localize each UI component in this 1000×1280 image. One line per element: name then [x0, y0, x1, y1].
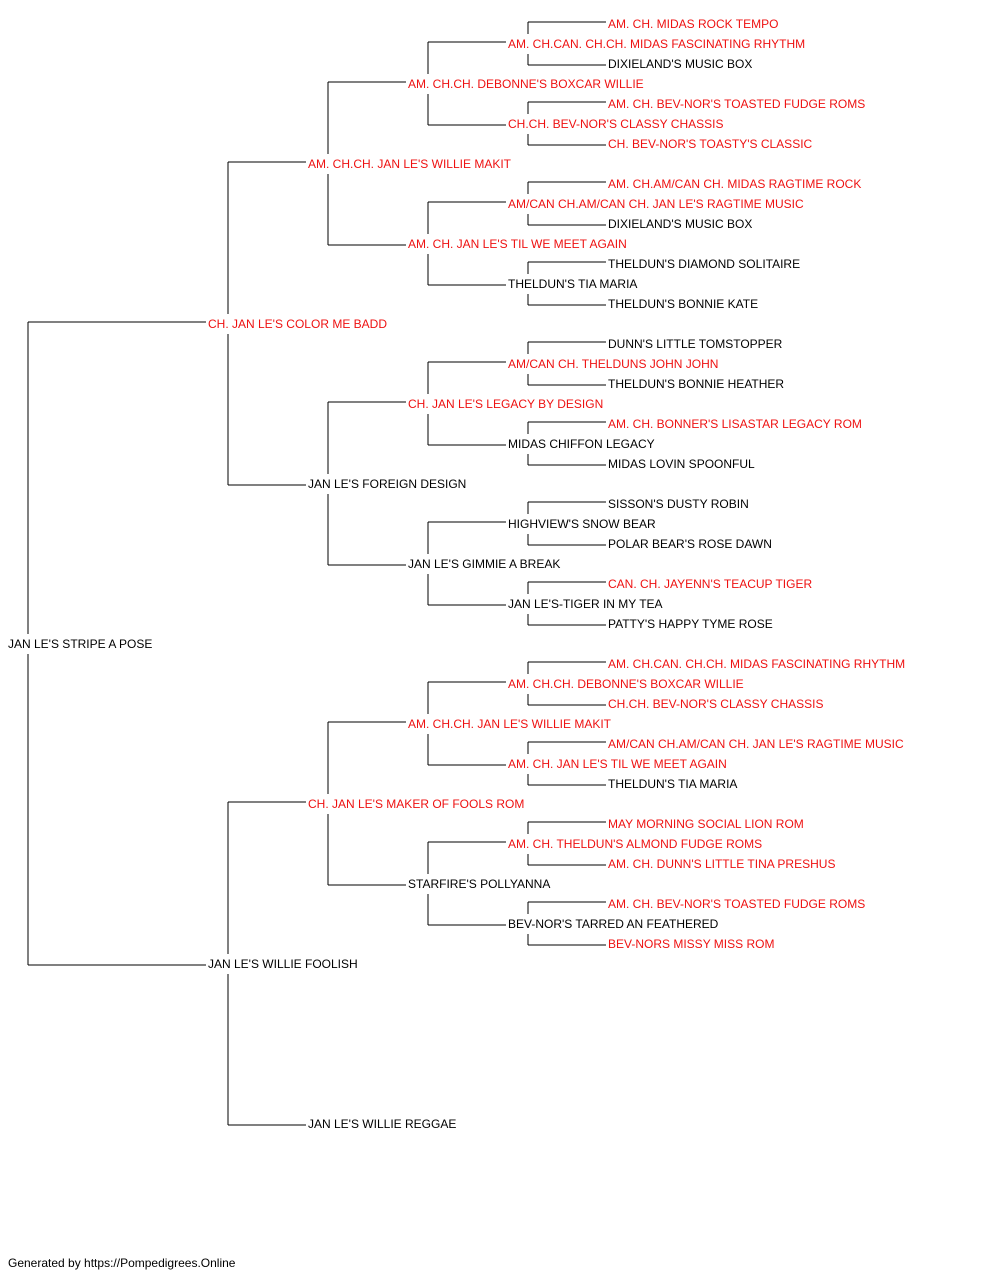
dog-name-gen-3: CH. JAN LE'S LEGACY BY DESIGN [408, 397, 603, 411]
dog-name-gen-5: AM. CH.CAN. CH.CH. MIDAS FASCINATING RHY… [608, 657, 905, 671]
dog-name-gen-5: SISSON'S DUSTY ROBIN [608, 497, 749, 511]
dog-name-gen-5: AM. CH. DUNN'S LITTLE TINA PRESHUS [608, 857, 835, 871]
dog-name-gen-4: HIGHVIEW'S SNOW BEAR [508, 517, 656, 531]
dog-name-gen-4: AM/CAN CH. THELDUNS JOHN JOHN [508, 357, 718, 371]
dog-name-gen-5: AM. CH.AM/CAN CH. MIDAS RAGTIME ROCK [608, 177, 861, 191]
dog-name-gen-3: AM. CH.CH. DEBONNE'S BOXCAR WILLIE [408, 77, 644, 91]
dog-name-gen-5: MAY MORNING SOCIAL LION ROM [608, 817, 804, 831]
dog-name-gen-5: MIDAS LOVIN SPOONFUL [608, 457, 755, 471]
dog-name-gen-5: THELDUN'S DIAMOND SOLITAIRE [608, 257, 800, 271]
dog-name-gen-5: POLAR BEAR'S ROSE DAWN [608, 537, 772, 551]
dog-name-gen-4: CH.CH. BEV-NOR'S CLASSY CHASSIS [508, 117, 723, 131]
dog-name-gen-1: CH. JAN LE'S COLOR ME BADD [208, 317, 387, 331]
dog-name-gen-2: JAN LE'S FOREIGN DESIGN [308, 477, 466, 491]
dog-name-gen-5: THELDUN'S BONNIE KATE [608, 297, 758, 311]
dog-name-gen-3: AM. CH. JAN LE'S TIL WE MEET AGAIN [408, 237, 627, 251]
dog-name-gen-5: PATTY'S HAPPY TYME ROSE [608, 617, 773, 631]
dog-name-gen-4: BEV-NOR'S TARRED AN FEATHERED [508, 917, 719, 931]
dog-name-gen-3: AM. CH.CH. JAN LE'S WILLIE MAKIT [408, 717, 612, 731]
dog-name-gen-4: JAN LE'S-TIGER IN MY TEA [508, 597, 663, 611]
dog-name-gen-4: AM. CH.CH. DEBONNE'S BOXCAR WILLIE [508, 677, 744, 691]
dog-name-gen-4: THELDUN'S TIA MARIA [508, 277, 637, 291]
dog-name-gen-2: CH. JAN LE'S MAKER OF FOOLS ROM [308, 797, 524, 811]
dog-name-gen-4: AM. CH. THELDUN'S ALMOND FUDGE ROMS [508, 837, 762, 851]
dog-name-gen-5: THELDUN'S BONNIE HEATHER [608, 377, 784, 391]
dog-name-gen-5: DUNN'S LITTLE TOMSTOPPER [608, 337, 783, 351]
dog-name-gen-4: AM. CH. JAN LE'S TIL WE MEET AGAIN [508, 757, 727, 771]
dog-name-gen-5: AM. CH. MIDAS ROCK TEMPO [608, 17, 778, 31]
dog-name-gen-3: JAN LE'S GIMMIE A BREAK [408, 557, 560, 571]
dog-name-gen-2: JAN LE'S WILLIE REGGAE [308, 1117, 456, 1131]
dog-name-gen-5: AM. CH. BONNER'S LISASTAR LEGACY ROM [608, 417, 862, 431]
dog-name-gen-4: MIDAS CHIFFON LEGACY [508, 437, 655, 451]
footer-credit: Generated by https://Pompedigrees.Online [8, 1256, 236, 1270]
dog-name-gen-4: AM. CH.CAN. CH.CH. MIDAS FASCINATING RHY… [508, 37, 805, 51]
dog-name-gen-5: THELDUN'S TIA MARIA [608, 777, 737, 791]
dog-name-gen-5: CH.CH. BEV-NOR'S CLASSY CHASSIS [608, 697, 823, 711]
dog-name-gen-4: AM/CAN CH.AM/CAN CH. JAN LE'S RAGTIME MU… [508, 197, 804, 211]
dog-name-gen-5: CH. BEV-NOR'S TOASTY'S CLASSIC [608, 137, 813, 151]
dog-name-gen-5: DIXIELAND'S MUSIC BOX [608, 57, 752, 71]
dog-name-gen-1: JAN LE'S WILLIE FOOLISH [208, 957, 358, 971]
dog-name-gen-2: AM. CH.CH. JAN LE'S WILLIE MAKIT [308, 157, 512, 171]
dog-name-gen-5: CAN. CH. JAYENN'S TEACUP TIGER [608, 577, 812, 591]
dog-name-gen-0: JAN LE'S STRIPE A POSE [8, 637, 152, 651]
dog-name-gen-5: AM. CH. BEV-NOR'S TOASTED FUDGE ROMS [608, 97, 865, 111]
dog-name-gen-3: STARFIRE'S POLLYANNA [408, 877, 550, 891]
dog-name-gen-5: DIXIELAND'S MUSIC BOX [608, 217, 752, 231]
dog-name-gen-5: BEV-NORS MISSY MISS ROM [608, 937, 774, 951]
dog-name-gen-5: AM. CH. BEV-NOR'S TOASTED FUDGE ROMS [608, 897, 865, 911]
dog-name-gen-5: AM/CAN CH.AM/CAN CH. JAN LE'S RAGTIME MU… [608, 737, 904, 751]
